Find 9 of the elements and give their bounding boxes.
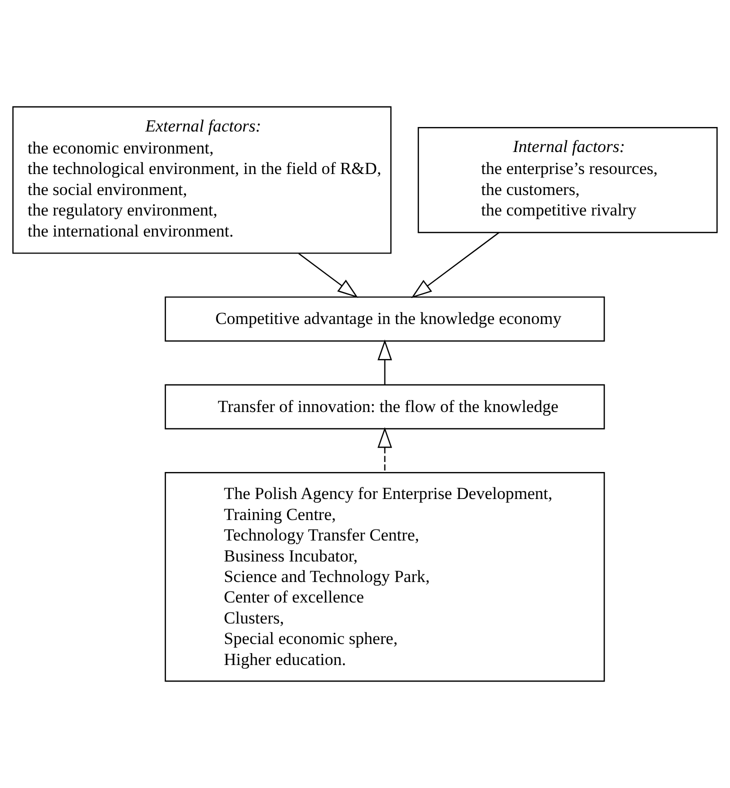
node-box: Transfer of innovation: the flow of the knowledge <box>164 384 605 430</box>
node-box: External factors: the economic environment, the technological environment, in the field of R&D, the social environment, the regulatory environment, the international environment. <box>12 106 392 254</box>
arrow <box>298 253 358 298</box>
node-box: The Polish Agency for Enterprise Development, Training Centre, Technology Transfer Centre, Business Incubator, Science and Technology Park, Center of excellence Clusters, Special economic sphere, Higher education. <box>164 472 605 682</box>
node-box: Internal factors: the enterprise’s resources, the customers, the competitive rivalry <box>418 127 718 234</box>
arrow <box>378 339 392 385</box>
arrow <box>411 232 500 298</box>
arrow <box>378 427 392 472</box>
node-box: Competitive advantage in the knowledge economy <box>164 296 605 342</box>
